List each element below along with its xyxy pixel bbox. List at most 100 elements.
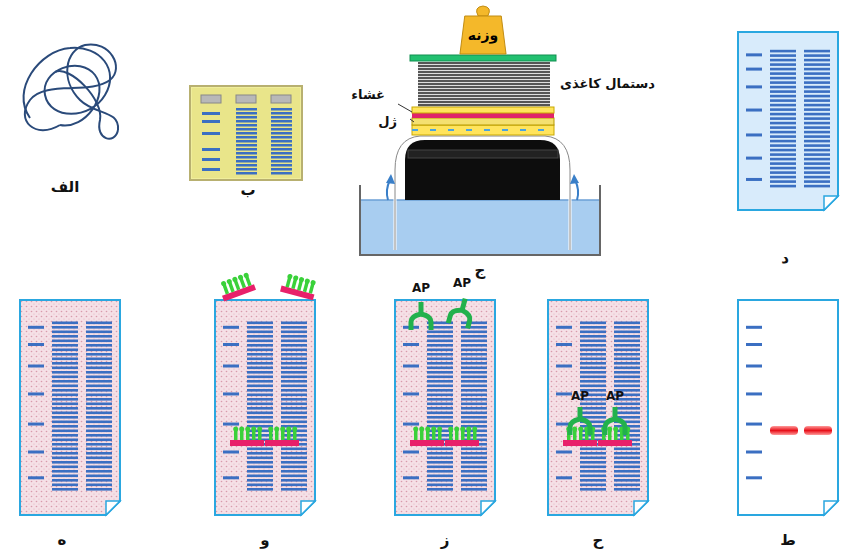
antibody-arm [605, 419, 625, 435]
membrane [215, 271, 318, 515]
marker-band [223, 423, 239, 426]
antibody-arm [570, 419, 590, 435]
dna-band [236, 108, 257, 111]
dna-band [281, 421, 307, 424]
dna-band [247, 331, 273, 334]
dna-band [770, 77, 796, 80]
dna-band [281, 380, 307, 383]
marker-band [746, 392, 762, 395]
dna-band [247, 448, 273, 451]
membrane-sheet [20, 300, 120, 515]
antibody [605, 407, 625, 435]
label-tag [304, 278, 310, 284]
dna-band [804, 162, 830, 165]
paper-towel [418, 74, 550, 76]
label-tag [280, 427, 285, 432]
dna-band [236, 164, 257, 167]
agarose-gel [190, 86, 302, 180]
dna-band [770, 50, 796, 53]
dna-band [770, 113, 796, 116]
dna-band [86, 380, 112, 383]
label-tag [287, 430, 291, 440]
dna-band [770, 81, 796, 84]
probe-strand [230, 440, 264, 446]
dna-band [461, 416, 487, 419]
dna-band [461, 340, 487, 343]
marker-band [223, 365, 239, 368]
dna-band [804, 113, 830, 116]
dna-band [247, 457, 273, 460]
dna-band [86, 470, 112, 473]
dna-band [427, 389, 453, 392]
dna-band [770, 176, 796, 179]
signal-band [770, 426, 798, 435]
dna-band [427, 344, 453, 347]
dna-band [86, 457, 112, 460]
paper-towel [418, 89, 550, 91]
dna-band [804, 108, 830, 111]
dna-band [86, 326, 112, 329]
dna-band [804, 185, 830, 188]
dna-band [614, 376, 640, 379]
membrane [738, 300, 838, 515]
dna-band [202, 132, 220, 135]
folded-corner [634, 501, 648, 515]
probe [217, 271, 256, 301]
dna-band [52, 448, 78, 451]
dna-band [247, 358, 273, 361]
marker-band [223, 451, 239, 454]
dna-band [770, 86, 796, 89]
dna-band [236, 152, 257, 155]
dna-band [236, 124, 257, 127]
label-tag [232, 276, 238, 282]
dna-band [804, 171, 830, 174]
marker-band [28, 343, 44, 346]
dna-band [281, 403, 307, 406]
dna-band [271, 172, 292, 175]
membrane-sheet [738, 300, 838, 515]
panel-letter: الف [51, 179, 80, 196]
marker-band [403, 343, 419, 346]
dna-band [804, 144, 830, 147]
dna-band [770, 180, 796, 183]
marker-band [746, 53, 762, 56]
dna-band [52, 416, 78, 419]
dna-tangle [24, 44, 119, 138]
dna-band [271, 160, 292, 163]
dna-band [247, 376, 273, 379]
marker-band [556, 476, 572, 479]
dna-band [281, 389, 307, 392]
membrane [548, 300, 648, 515]
marker-band [746, 109, 762, 112]
dna-band [804, 95, 830, 98]
label-tag [579, 430, 583, 440]
label-tag [614, 430, 618, 440]
dna-band [52, 344, 78, 347]
dna-band [271, 132, 292, 135]
dna-band [236, 160, 257, 163]
panel-letter: ه [58, 532, 67, 549]
dna-band [804, 50, 830, 53]
dna-band [52, 466, 78, 469]
part-label: ژل [378, 115, 397, 129]
dna-band [52, 362, 78, 365]
dna-band [614, 407, 640, 410]
dna-band [770, 104, 796, 107]
dna-band [580, 380, 606, 383]
dna-band [427, 353, 453, 356]
dna-band [461, 344, 487, 347]
paper-towel [418, 77, 550, 79]
dna-band [247, 412, 273, 415]
dna-band [770, 162, 796, 165]
dna-band [52, 380, 78, 383]
weight-label: وزنه [459, 27, 507, 43]
dna-band [461, 407, 487, 410]
marker-band [746, 326, 762, 329]
dna-band [247, 362, 273, 365]
dna-band [281, 358, 307, 361]
label-tag [286, 427, 291, 432]
label-tag [608, 430, 612, 440]
marker-band [223, 326, 239, 329]
dna-band [86, 367, 112, 370]
